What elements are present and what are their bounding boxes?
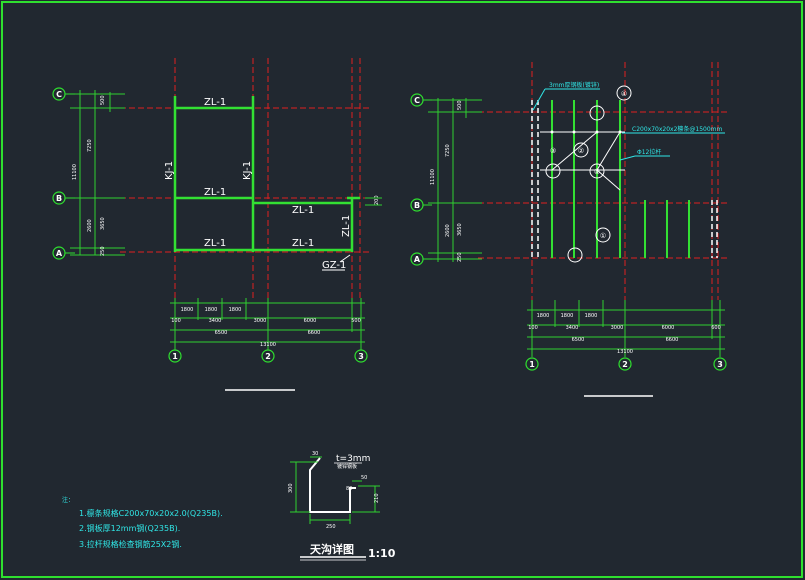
general-notes: 注： 1.檩条规格C200x70x20x2.0(Q235B). 2.钢板厚12m… [62, 496, 223, 549]
right-vdim-500: 500 [457, 100, 463, 110]
right-hdim-3400: 3400 [566, 325, 579, 331]
callout-bubble-4a [616, 85, 632, 101]
gutter-dim-bottom: 250 [326, 524, 336, 530]
axis-label-3: 3 [358, 352, 364, 361]
right-hdim-1800c: 1800 [585, 313, 598, 319]
callout-label-4b: ④ [594, 168, 600, 176]
left-hdim-6000: 6000 [304, 318, 317, 324]
beam-label-zl-vertical: ZL-1 [341, 215, 352, 237]
gutter-dim-right-top: 50 [361, 475, 367, 481]
note-line-1: 1.檩条规格C200x70x20x2.0(Q235B). [79, 508, 223, 518]
callout-bubble-1 [545, 163, 561, 179]
gutter-detail: 30 300 50 80 210 250 镀锌钢板 t=3mm 天沟详图 1:1… [288, 451, 396, 561]
left-hdim-13100: 13100 [260, 342, 276, 348]
right-hdim-1800b: 1800 [561, 313, 574, 319]
right-hdim-1800a: 1800 [537, 313, 550, 319]
gutter-dim-left: 300 [288, 483, 294, 493]
callout-bubble-4b [589, 163, 605, 179]
callout-label-4a: ④ [621, 90, 627, 98]
left-vdim-2600: 2600 [87, 219, 93, 232]
gutter-profile [309, 457, 356, 513]
right-axis-label-1: 1 [529, 360, 535, 369]
left-hdim-3000: 3000 [254, 318, 267, 324]
beam-label-zl-mid-left: ZL-1 [204, 187, 226, 198]
right-hdim-6500: 6500 [572, 337, 585, 343]
left-vdim-7250: 7250 [87, 139, 93, 152]
gutter-scale: 1:10 [368, 547, 396, 560]
right-axis-label-A: A [414, 255, 421, 264]
right-vdim-11100: 11100 [430, 169, 436, 185]
right-hdim-100: 100 [528, 325, 538, 331]
left-hdim-3400: 3400 [209, 318, 222, 324]
left-hdim-500: 500 [351, 318, 361, 324]
right-vdim-2600: 2600 [445, 224, 451, 237]
left-vdim-250: 250 [100, 246, 106, 256]
gutter-dim-right: 210 [374, 493, 380, 503]
left-vdim-11100: 11100 [72, 164, 78, 180]
callout-bubble-3 [573, 142, 589, 158]
note-line-3: 3.拉杆规格检查钢筋25X2钢. [79, 539, 182, 549]
beam-label-kj-left: KJ-1 [164, 161, 175, 180]
right-axis-label-2: 2 [622, 360, 628, 369]
gutter-dim-top: 30 [312, 451, 318, 457]
right-hdim-6000: 6000 [662, 325, 675, 331]
axis-label-A: A [56, 249, 63, 258]
gutter-title: 天沟详图 [310, 542, 354, 556]
left-plan: ZL-1 ZL-1 ZL-1 ZL-1 ZL-1 KJ-1 KJ-1 ZL-1 … [52, 58, 382, 391]
callout-bubble-6 [595, 227, 611, 243]
callout-label-3: ③ [550, 147, 556, 155]
beam-label-zl-mid-right: ZL-1 [292, 205, 314, 216]
left-hdim-1800c: 1800 [229, 307, 242, 313]
left-vdim-200: 200 [374, 195, 380, 205]
callout-bubble-2 [589, 105, 605, 121]
callout-label-1: ① [600, 232, 606, 240]
left-vdim-500: 500 [100, 95, 106, 105]
right-hdim-3000: 3000 [611, 325, 624, 331]
axis-label-C: C [56, 90, 62, 99]
gutter-thickness-note: 镀锌钢板 [337, 463, 357, 470]
gutter-dim-lip: 80 [346, 486, 352, 492]
right-plan: ④ ② ③ ① ④ 3mm厚钢板(镀锌) C200x70x20x2檩条@1500… [410, 62, 730, 397]
beam-label-gz: GZ-1 [322, 260, 346, 271]
right-axis-label-3: 3 [717, 360, 723, 369]
axis-label-B: B [56, 194, 62, 203]
left-hdim-6500: 6500 [215, 330, 228, 336]
callout-bubble-5 [567, 247, 583, 263]
right-vdim-7250: 7250 [445, 144, 451, 157]
left-hdim-100: 100 [171, 318, 181, 324]
right-axis-label-C: C [414, 96, 420, 105]
axis-label-2: 2 [265, 352, 271, 361]
left-hdim-6600: 6600 [308, 330, 321, 336]
right-vdim-3650: 3650 [457, 223, 463, 236]
note-line-2: 2.钢板厚12mm钢(Q235B). [79, 523, 180, 533]
right-note-purlin: C200x70x20x2檩条@1500mm [632, 125, 722, 133]
right-hdim-6600: 6600 [666, 337, 679, 343]
right-hdim-600: 600 [711, 325, 721, 331]
right-note-top: 3mm厚钢板(镀锌) [549, 81, 599, 89]
notes-heading: 注： [62, 496, 74, 504]
right-axis-label-B: B [414, 201, 420, 210]
beam-label-zl-bot-right: ZL-1 [292, 238, 314, 249]
left-vdim-3650: 3650 [100, 217, 106, 230]
axis-label-1: 1 [172, 352, 178, 361]
callout-label-2: ② [578, 147, 584, 155]
right-note-rod: Φ12拉杆 [637, 148, 661, 156]
beam-label-zl-bot-left: ZL-1 [204, 238, 226, 249]
left-hdim-1800a: 1800 [181, 307, 194, 313]
gutter-thickness: t=3mm [336, 454, 370, 464]
right-vdim-250: 250 [457, 252, 463, 262]
beam-label-zl-top: ZL-1 [204, 97, 226, 108]
beam-label-kj-right: KJ-1 [242, 161, 253, 180]
right-hdim-13100: 13100 [617, 349, 633, 355]
left-hdim-1800b: 1800 [205, 307, 218, 313]
